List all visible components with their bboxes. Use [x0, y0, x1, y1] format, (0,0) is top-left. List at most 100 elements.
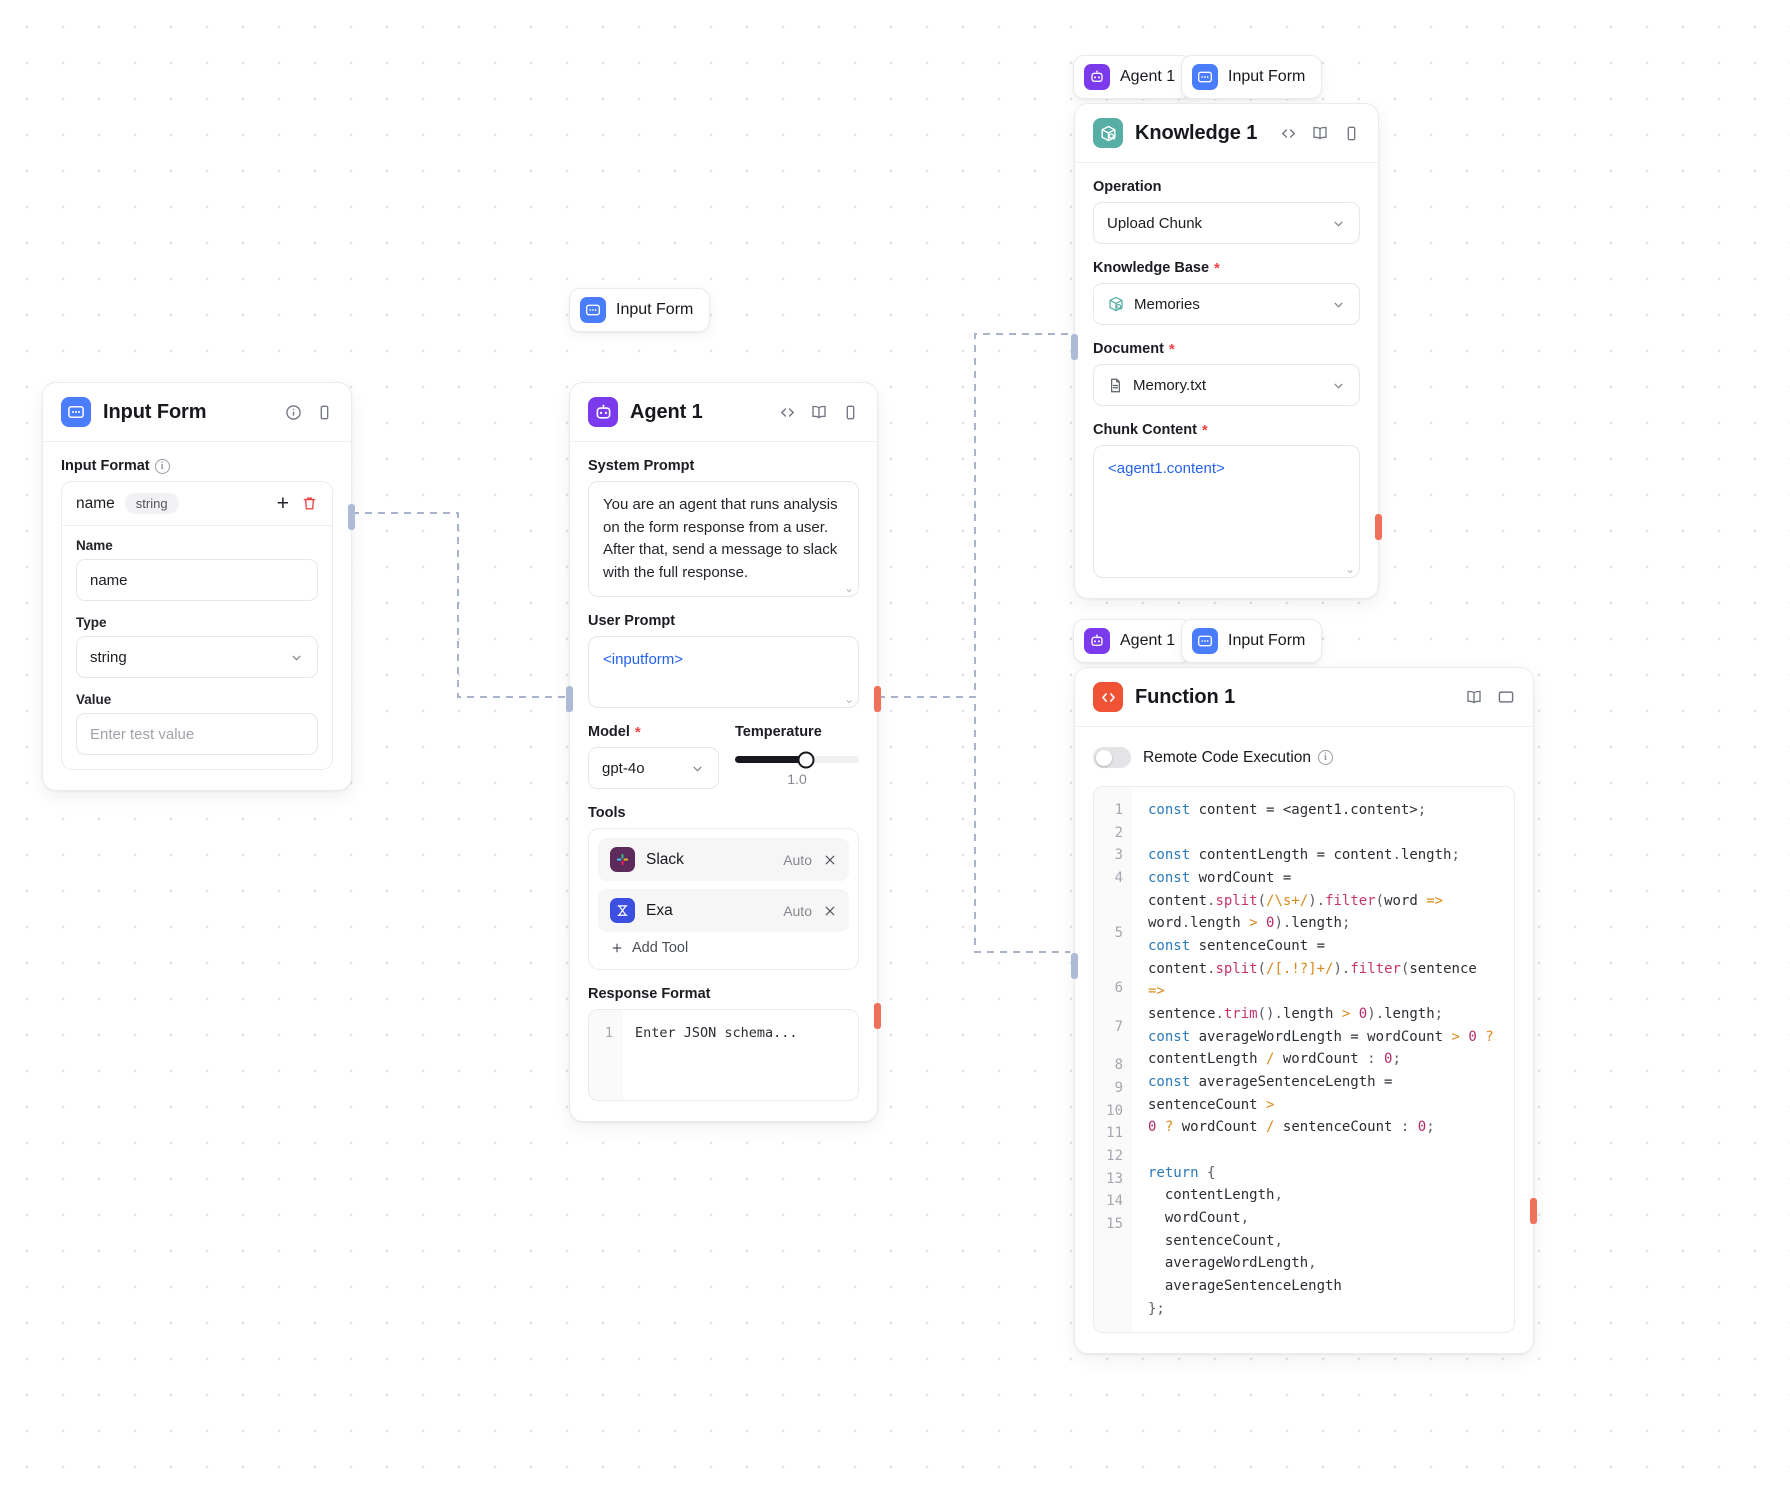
output-port[interactable] — [1375, 514, 1382, 540]
badge-label: Input Form — [616, 301, 694, 318]
remote-code-execution-label: Remote Code Execution i — [1143, 749, 1334, 767]
input-form-body: Input Format i name string + Name name T… — [43, 442, 351, 790]
node-function-1[interactable]: Function 1 Remote Code Execution i — [1071, 667, 1537, 1355]
remote-code-execution-toggle[interactable] — [1093, 747, 1131, 768]
knowledge-base-icon — [1109, 296, 1123, 312]
badge-label: Agent 1 — [1120, 632, 1176, 649]
plus-icon — [612, 943, 622, 953]
input-format-label: Input Format i — [61, 458, 333, 474]
name-input[interactable]: name — [76, 559, 318, 601]
document-select[interactable]: Memory.txt — [1093, 364, 1360, 406]
output-port[interactable] — [1530, 1198, 1537, 1224]
value-input[interactable]: Enter test value — [76, 713, 318, 755]
info-icon[interactable]: i — [1318, 750, 1334, 765]
value-label: Value — [76, 692, 112, 707]
resize-grip-icon[interactable]: ⌄ — [843, 692, 854, 706]
badge-function-input-form[interactable]: Input Form — [1181, 619, 1323, 663]
book-icon[interactable] — [1465, 688, 1483, 706]
user-prompt-textarea[interactable]: <inputform> ⌄ — [588, 636, 859, 708]
node-input-form[interactable]: Input Form Input Format i name string — [42, 382, 355, 791]
input-port[interactable] — [566, 686, 573, 712]
temperature-slider[interactable] — [735, 751, 859, 768]
book-icon[interactable] — [810, 403, 828, 421]
chunk-content-label: Chunk Content * — [1093, 421, 1208, 439]
node-knowledge-1[interactable]: Knowledge 1 Operation Upload Chunk K — [1071, 103, 1382, 599]
input-format-row: name string + — [62, 482, 332, 526]
code-icon[interactable] — [1280, 125, 1297, 142]
edge-inputform-agent — [352, 512, 570, 698]
agent-body: System Prompt You are an agent that runs… — [570, 442, 877, 1121]
chevron-down-icon — [1334, 382, 1343, 389]
panel-icon[interactable] — [316, 404, 333, 421]
node-title: Function 1 — [1135, 685, 1236, 708]
type-select[interactable]: string — [76, 636, 318, 678]
node-title: Input Form — [103, 400, 207, 423]
node-title: Agent 1 — [630, 400, 703, 423]
document-value: Memory.txt — [1133, 376, 1207, 394]
value-placeholder: Enter test value — [90, 725, 195, 743]
code-icon[interactable] — [779, 404, 796, 421]
expand-icon[interactable] — [1497, 688, 1515, 706]
agent-icon — [1084, 64, 1110, 90]
badge-label: Agent 1 — [1120, 68, 1176, 85]
panel-icon[interactable] — [1343, 125, 1360, 142]
resize-grip-icon[interactable]: ⌄ — [1344, 562, 1355, 576]
tool-mode: Auto — [783, 851, 812, 868]
knowledge-base-value: Memories — [1134, 295, 1200, 313]
output-port[interactable] — [874, 686, 881, 712]
badge-agent-input-form[interactable]: Input Form — [569, 288, 711, 332]
document-label: Document * — [1093, 340, 1175, 358]
required-marker: * — [634, 723, 641, 741]
input-form-header: Input Form — [43, 383, 351, 442]
slack-icon — [610, 847, 635, 872]
tool-row[interactable]: Exa Auto — [598, 889, 849, 932]
remote-code-execution-row: Remote Code Execution i — [1093, 743, 1515, 770]
badge-knowledge-input-form[interactable]: Input Form — [1181, 55, 1323, 99]
function-icon — [1093, 682, 1123, 712]
system-prompt-value: You are an agent that runs analysis on t… — [603, 496, 838, 581]
tool-name: Slack — [646, 850, 684, 868]
resize-grip-icon[interactable]: ⌄ — [843, 581, 854, 595]
node-agent-1[interactable]: Agent 1 System Prompt You are an agent t… — [566, 382, 881, 1122]
remove-tool-button[interactable] — [823, 853, 837, 867]
format-field-name: name — [76, 494, 115, 512]
operation-label: Operation — [1093, 179, 1162, 195]
model-temperature-row: Model * gpt-4o Temperature 1.0 — [588, 724, 859, 789]
model-select[interactable]: gpt-4o — [588, 747, 719, 789]
output-port-secondary[interactable] — [874, 1003, 881, 1029]
chunk-content-value: <agent1.content> — [1108, 460, 1225, 477]
info-icon[interactable]: i — [154, 458, 170, 474]
response-format-editor[interactable]: 1 Enter JSON schema... — [588, 1009, 859, 1101]
agent-icon — [1084, 628, 1110, 654]
temperature-slider-knob[interactable] — [797, 751, 815, 768]
badge-function-agent-1[interactable]: Agent 1 — [1073, 619, 1193, 663]
operation-select-value: Upload Chunk — [1107, 214, 1203, 232]
input-port[interactable] — [1071, 334, 1078, 360]
line-numbers: 1 — [589, 1010, 623, 1100]
operation-select[interactable]: Upload Chunk — [1093, 202, 1360, 244]
tool-row[interactable]: Slack Auto — [598, 838, 849, 881]
badge-knowledge-agent-1[interactable]: Agent 1 — [1073, 55, 1193, 99]
input-format-card: name string + Name name Type string — [61, 481, 333, 770]
delete-field-button[interactable] — [301, 495, 318, 512]
panel-icon[interactable] — [842, 404, 859, 421]
system-prompt-textarea[interactable]: You are an agent that runs analysis on t… — [588, 481, 859, 597]
remove-tool-button[interactable] — [823, 904, 837, 918]
add-field-button[interactable]: + — [276, 492, 289, 515]
book-icon[interactable] — [1311, 124, 1329, 142]
badge-label: Input Form — [1228, 632, 1306, 649]
knowledge-base-select[interactable]: Memories — [1093, 283, 1360, 325]
input-port[interactable] — [1071, 953, 1078, 979]
agent-icon — [588, 397, 618, 427]
add-tool-button[interactable]: Add Tool — [598, 932, 849, 960]
output-port[interactable] — [348, 504, 355, 530]
model-select-value: gpt-4o — [602, 759, 645, 777]
chunk-content-textarea[interactable]: <agent1.content> ⌄ — [1093, 445, 1360, 578]
required-marker: * — [1168, 340, 1175, 358]
info-icon[interactable] — [285, 404, 302, 421]
badge-label: Input Form — [1228, 68, 1306, 85]
